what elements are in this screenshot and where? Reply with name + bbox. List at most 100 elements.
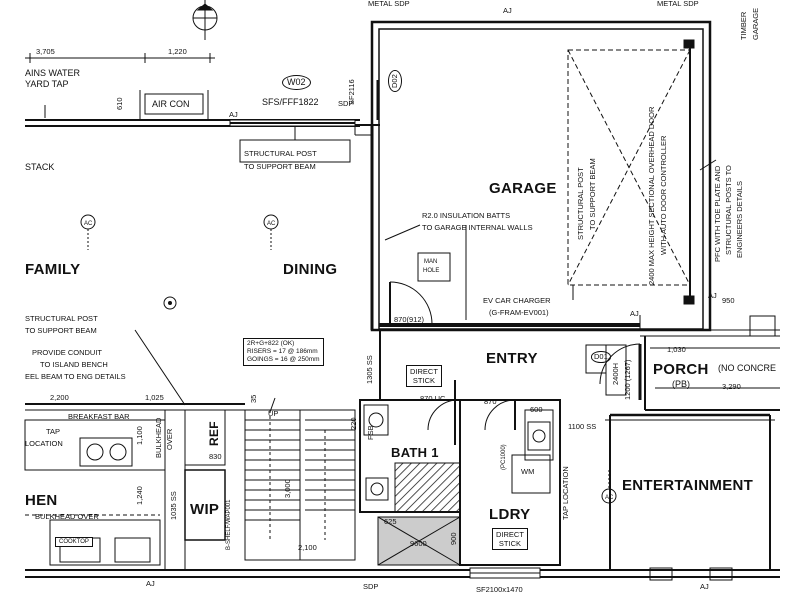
direct-stick-ldry: DIRECT STICK xyxy=(492,528,528,550)
family-post-note-2: TO SUPPORT BEAM xyxy=(25,326,97,335)
aj-top: AJ xyxy=(503,6,512,15)
pfc-note-1: PFC WITH TOE PLATE AND xyxy=(713,165,722,262)
struct-post-note-2: TO SUPPORT BEAM xyxy=(244,162,316,171)
direct-stick-ldry-1: DIRECT xyxy=(496,530,524,539)
dim-1220: 1,220 xyxy=(168,47,187,56)
dim-610: 610 xyxy=(115,97,124,110)
dim-1025: 1,025 xyxy=(145,393,164,402)
aj-label-5: AJ xyxy=(700,582,709,591)
pfc-note-3: ENGINEERS DETAILS xyxy=(735,181,744,258)
mains-water-1: AINS WATER xyxy=(25,68,81,78)
aj-label-1: AJ xyxy=(229,110,238,119)
tap-loc-ldry: TAP LOCATION xyxy=(561,466,570,520)
tap-label-2: LOCATION xyxy=(25,439,63,448)
room-bath: BATH 1 xyxy=(391,445,439,460)
direct-stick-ldry-2: STICK xyxy=(498,539,521,548)
direct-stick-entry-2: STICK xyxy=(412,376,435,385)
ac-marker-ent: AC xyxy=(605,495,614,501)
room-ldry: LDRY xyxy=(489,506,531,523)
bulkhead-over-kitchen: BULKHEAD OVER xyxy=(35,512,99,521)
metal-sdp-left: METAL SDP xyxy=(368,0,410,8)
dim-950: 950 xyxy=(722,296,735,305)
window-size-w02: SFS/FFF1822 xyxy=(262,97,319,107)
tap-label-1: TAP xyxy=(46,427,61,436)
porch-sub: (PB) xyxy=(672,379,690,389)
dim-1100ss: 1100 SS xyxy=(568,422,597,431)
window-tag-w02: W02 xyxy=(282,75,311,90)
d01-size-1: 2400H xyxy=(611,362,620,385)
dim-9600-label: 9600 xyxy=(410,539,427,548)
stair-spec-3: GOINGS = 16 @ 250mm xyxy=(247,356,320,364)
overhead-door-note-2: WITH AUTO DOOR CONTROLLER xyxy=(659,135,668,255)
mains-water-2: YARD TAP xyxy=(25,79,69,89)
dim-600-label: 600 xyxy=(530,405,543,414)
room-entry: ENTRY xyxy=(486,350,538,367)
dim-2100: 2,100 xyxy=(298,543,317,552)
aj-label-3: AJ xyxy=(630,309,639,318)
stair-up-label: UP xyxy=(268,409,279,418)
ac-marker-left: AC xyxy=(84,221,93,227)
ac-marker-right: AC xyxy=(267,221,276,227)
door-870uc: 870 UC xyxy=(420,394,446,403)
dim-1035: 1035 SS xyxy=(169,491,178,520)
pc1000-label: (PC1000) xyxy=(501,444,507,470)
metal-sdp-right: METAL SDP xyxy=(657,0,699,8)
window-sf2100: SF2100x1470 xyxy=(476,585,523,594)
timber-note-1: TIMBER xyxy=(739,11,748,40)
room-ref: REF xyxy=(207,421,221,446)
manhole-1: MAN xyxy=(424,259,438,265)
dim-3000: 3,000 xyxy=(283,479,292,498)
cooktop-label: COOKTOP xyxy=(55,537,93,547)
fsb-label: FSB xyxy=(366,425,375,440)
sdp-label: SDP xyxy=(338,99,354,108)
aj-label-2: AJ xyxy=(708,291,717,300)
room-wip: WIP xyxy=(190,501,220,518)
struct-post-note-1: STRUCTURAL POST xyxy=(244,149,317,158)
section-marker-icon xyxy=(192,0,218,40)
sdp-bottom: SDP xyxy=(363,582,379,591)
conduit-note-3: EEL BEAM TO ENG DETAILS xyxy=(25,372,126,381)
stair-spec-box: 2R+G+822 (OK) RISERS = 17 @ 186mm GOINGS… xyxy=(243,338,324,367)
dim-35: 35 xyxy=(249,394,258,403)
manhole-2: HOLE xyxy=(423,268,440,274)
garage-post-note-1: STRUCTURAL POST xyxy=(576,167,585,240)
room-garage: GARAGE xyxy=(489,180,557,197)
family-post-note-1: STRUCTURAL POST xyxy=(25,314,98,323)
overhead-door-note-1: 2400 MAX HEIGHT SECTIONAL OVERHEAD DOOR xyxy=(647,106,656,285)
stair-spec-1: 2R+G+822 (OK) xyxy=(247,340,295,347)
timber-note-2: GARAGE xyxy=(751,7,760,40)
door-870-912: 870(912) xyxy=(394,315,425,324)
dim-1240: 1,240 xyxy=(135,486,144,505)
breakfast-bar-label: BREAKFAST BAR xyxy=(68,412,130,421)
sf2116-label: SF2116 xyxy=(347,79,356,105)
direct-stick-entry: DIRECT STICK xyxy=(406,365,442,387)
conduit-note-2: TO ISLAND BENCH xyxy=(40,360,108,369)
dim-2200: 2,200 xyxy=(50,393,69,402)
staircase xyxy=(244,409,356,561)
d01-size-2: 1200 (1267) xyxy=(623,359,632,400)
stair-spec-2: RISERS = 17 @ 186mm xyxy=(247,348,318,356)
bulkhead-label-1: BULKHEAD xyxy=(154,417,163,458)
room-porch: PORCH xyxy=(653,361,709,378)
shelf-label: B-SHELF/WAP001 xyxy=(226,499,232,550)
insulation-note-1: R2.0 INSULATION BATTS xyxy=(422,211,511,220)
bulkhead-label-2: OVER xyxy=(165,428,174,450)
dim-1030: 1,030 xyxy=(667,345,686,354)
ev-charger-2: (G-FRAM-EV001) xyxy=(489,308,549,317)
ev-charger-1: EV CAR CHARGER xyxy=(483,296,551,305)
room-family: FAMILY xyxy=(25,261,81,278)
room-dining: DINING xyxy=(283,261,338,278)
insulation-note-2: TO GARAGE INTERNAL WALLS xyxy=(422,223,533,232)
dim-830: 830 xyxy=(209,452,222,461)
dim-625-label: 625 xyxy=(384,517,397,526)
dim-3290: 3,290 xyxy=(722,382,741,391)
conduit-note-1: PROVIDE CONDUIT xyxy=(32,348,103,357)
dim-1100: 1,100 xyxy=(135,426,144,445)
dim-1305: 1305 SS xyxy=(365,355,374,384)
dim-3705: 3,705 xyxy=(36,47,55,56)
dim-900-label: 900 xyxy=(449,532,458,545)
dim-220: 220 xyxy=(349,417,358,430)
door-tag-d02: D02 xyxy=(388,70,402,92)
pfc-note-2: STRUCTURAL POSTS TO xyxy=(724,165,733,255)
wm-label: WM xyxy=(521,467,535,476)
